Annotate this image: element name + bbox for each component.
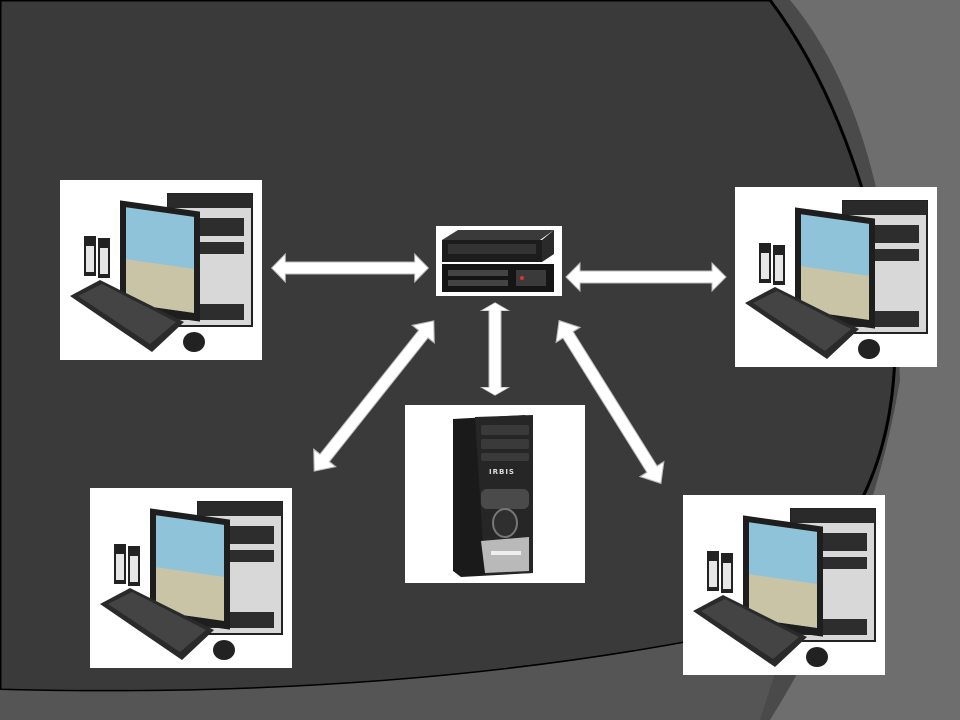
desktop-computer-icon <box>693 508 876 667</box>
desktop-computer-icon <box>745 200 928 359</box>
network-switch-icon <box>442 230 554 292</box>
arrow-switch-to-top-right <box>565 262 727 292</box>
desktop-computer-icon <box>100 501 283 660</box>
accent-band <box>770 0 960 720</box>
server: IRBIS <box>405 405 585 583</box>
arrow-switch-to-server <box>480 302 510 396</box>
workstation-top-left <box>60 180 262 360</box>
server-brand-label: IRBIS <box>489 468 515 476</box>
workstation-bottom-right <box>683 495 885 675</box>
workstation-bottom-left <box>90 488 292 668</box>
server-tower-icon <box>453 415 533 577</box>
central-switch <box>436 226 562 296</box>
workstation-top-right <box>735 187 937 367</box>
arrow-top-left-to-switch <box>271 253 429 283</box>
bottom-band <box>0 595 800 720</box>
desktop-computer-icon <box>70 193 253 352</box>
